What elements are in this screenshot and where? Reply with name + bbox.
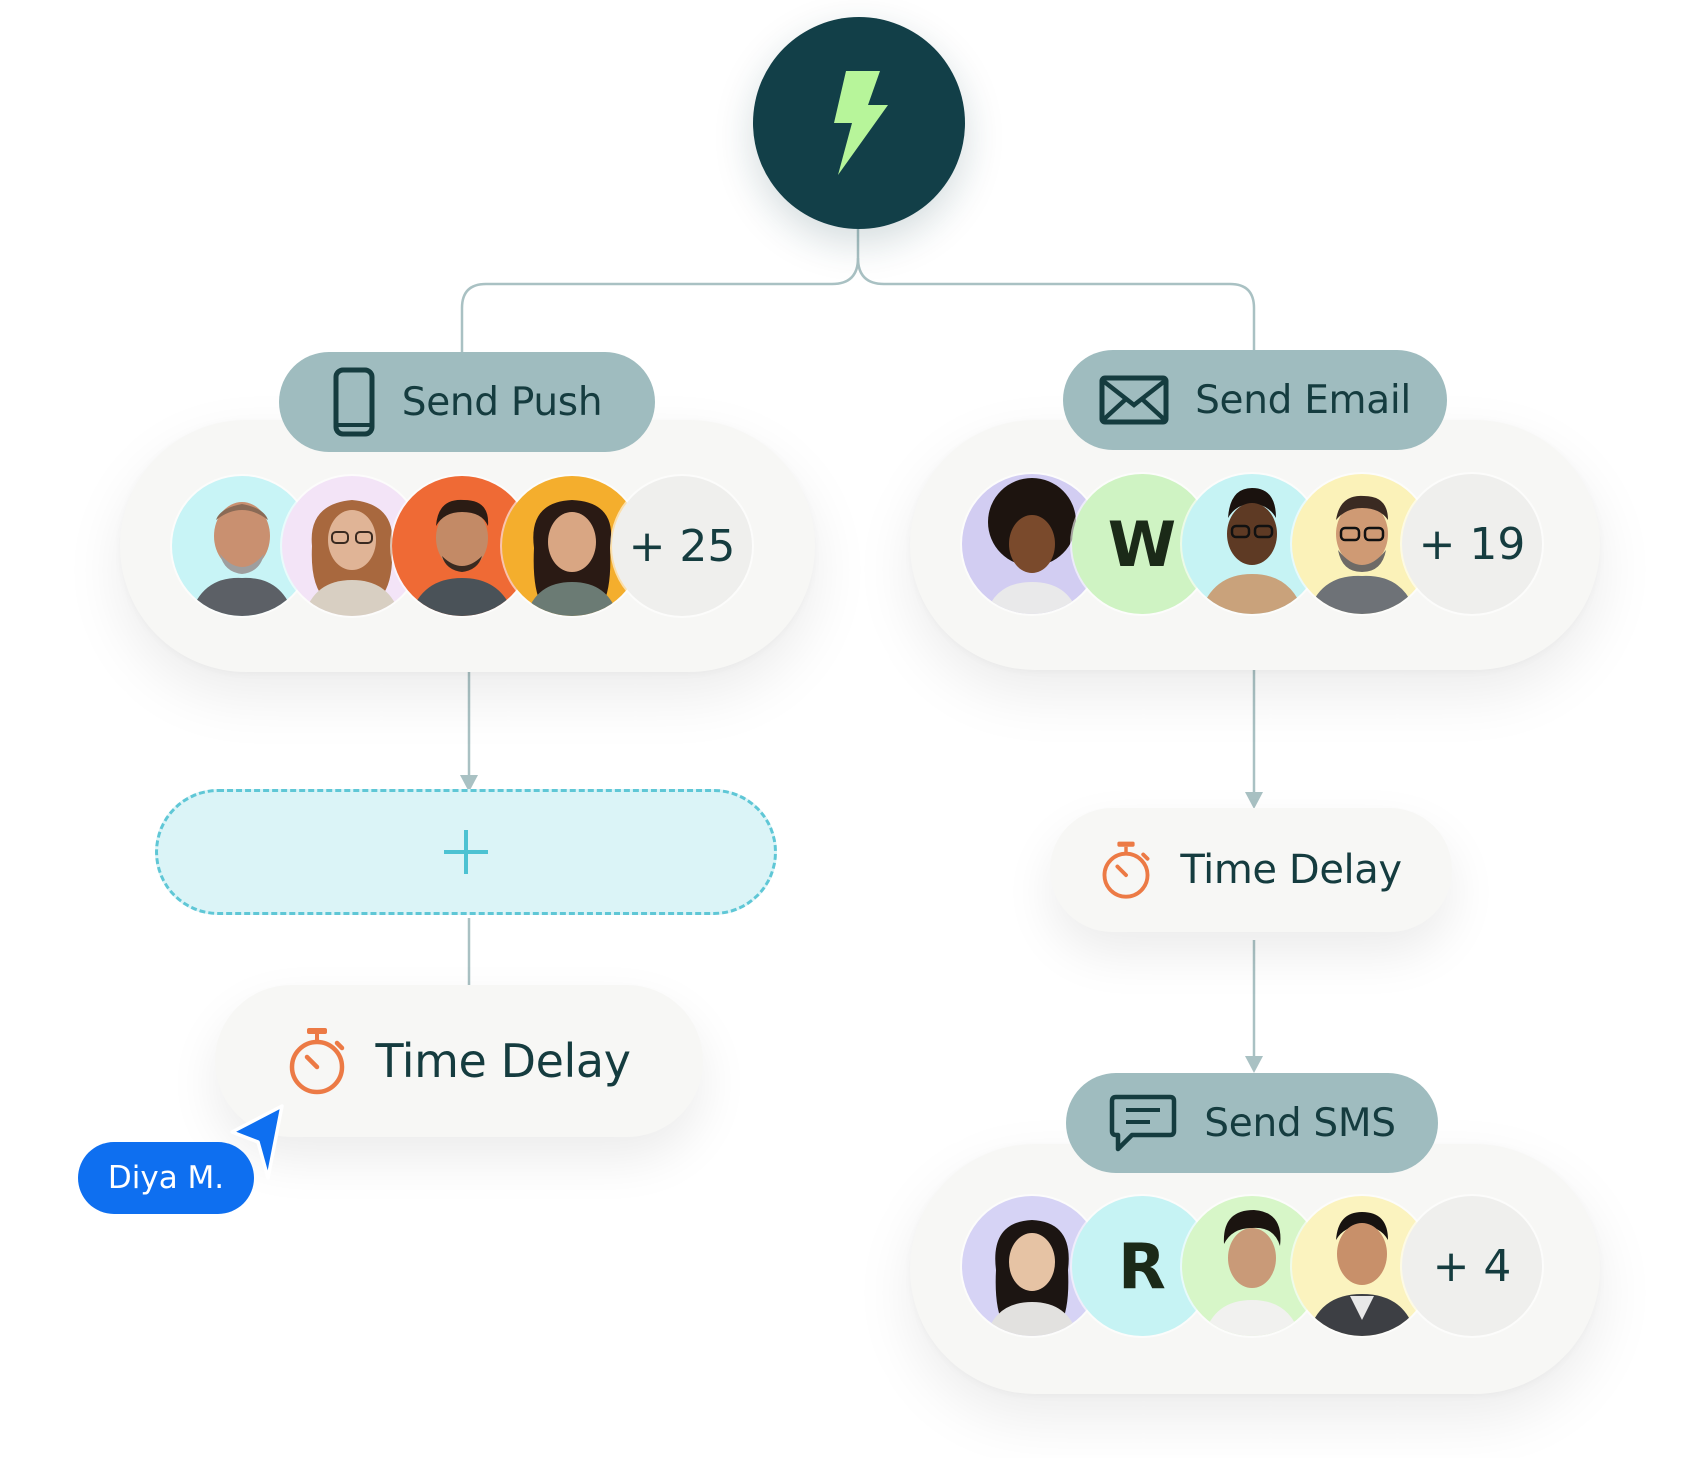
time-delay-label: Time Delay xyxy=(375,1034,631,1088)
send-push-label: Send Push xyxy=(401,379,603,425)
stopwatch-icon xyxy=(1100,839,1152,901)
push-avatar-stack: + 25 xyxy=(172,476,752,616)
more-users-badge[interactable]: + 4 xyxy=(1402,1196,1542,1336)
more-users-badge[interactable]: + 25 xyxy=(612,476,752,616)
avatar-initial: W xyxy=(1072,474,1212,614)
avatar xyxy=(962,1196,1102,1336)
avatar-initial: R xyxy=(1072,1196,1212,1336)
send-sms-label: Send SMS xyxy=(1204,1100,1396,1146)
avatar xyxy=(172,476,312,616)
more-users-badge[interactable]: + 19 xyxy=(1402,474,1542,614)
send-push-node[interactable]: Send Push xyxy=(279,352,655,452)
send-email-node[interactable]: Send Email xyxy=(1063,350,1447,450)
chat-bubble-icon xyxy=(1108,1093,1178,1153)
time-delay-node-left[interactable]: Time Delay xyxy=(215,985,703,1137)
avatar xyxy=(1292,1196,1432,1336)
trigger-node[interactable] xyxy=(753,17,965,229)
sms-avatar-stack: R + 4 xyxy=(962,1196,1542,1336)
email-avatar-stack: W + 19 xyxy=(962,474,1542,614)
envelope-icon xyxy=(1099,375,1169,425)
stopwatch-icon xyxy=(287,1025,347,1097)
time-delay-node-right[interactable]: Time Delay xyxy=(1050,808,1452,932)
send-email-label: Send Email xyxy=(1195,377,1411,423)
avatar xyxy=(962,474,1102,614)
mobile-phone-icon xyxy=(332,367,376,437)
cursor-pointer-icon xyxy=(230,1104,284,1180)
collaborator-cursor-label: Diya M. xyxy=(78,1142,254,1214)
add-step-dropzone[interactable] xyxy=(155,789,777,915)
avatar xyxy=(392,476,532,616)
time-delay-label: Time Delay xyxy=(1180,847,1402,893)
send-sms-node[interactable]: Send SMS xyxy=(1066,1073,1438,1173)
lightning-bolt-icon xyxy=(834,71,888,175)
plus-icon xyxy=(444,830,488,874)
